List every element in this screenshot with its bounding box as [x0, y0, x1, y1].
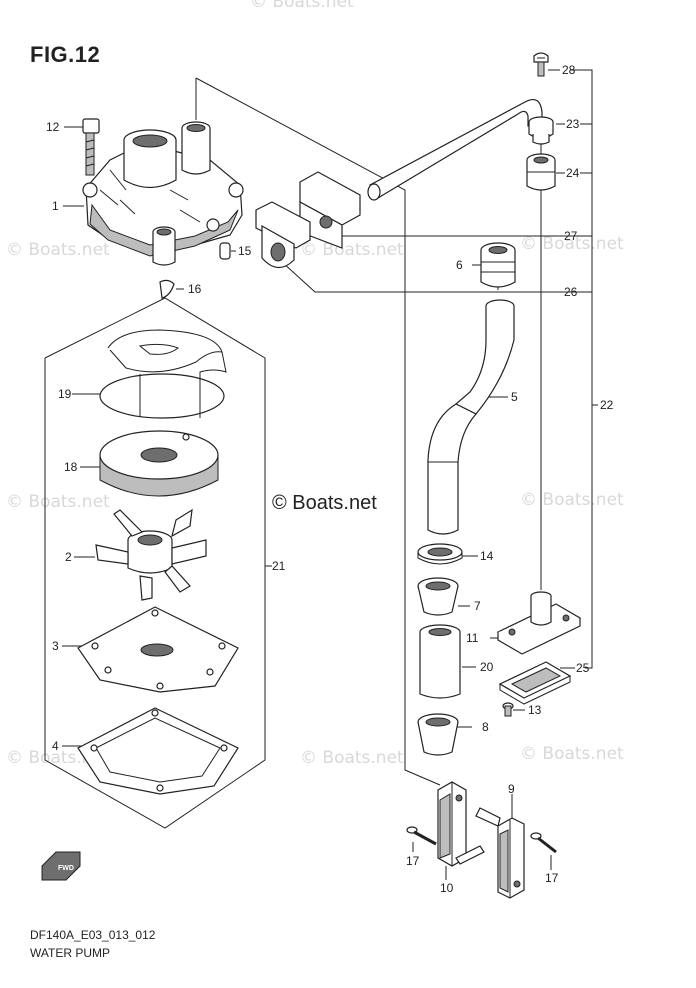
callout-5: 5 — [511, 390, 518, 404]
grommet-24 — [526, 153, 556, 191]
pump-housing — [82, 121, 244, 266]
plate-10 — [437, 781, 485, 867]
callout-28: 28 — [562, 63, 576, 77]
o-ring-19 — [99, 329, 227, 419]
watermark: © Boats.net — [250, 0, 354, 12]
gasket-4 — [77, 707, 239, 795]
screen-25 — [498, 661, 572, 705]
watermark: © Boats.net — [520, 744, 624, 764]
callout-27: 27 — [564, 229, 578, 243]
clamp-26 — [255, 201, 311, 269]
callout-11: 11 — [466, 631, 479, 645]
plate-9 — [475, 807, 525, 899]
fitting-11 — [496, 591, 582, 655]
figure-title: FIG.12 — [30, 42, 101, 67]
watermark: © Boats.net — [6, 240, 110, 260]
bracket-lines — [44, 69, 598, 829]
copyright-notice: © Boats.net — [272, 492, 377, 514]
grommet-6 — [480, 242, 516, 288]
gasket-3 — [77, 606, 239, 693]
callout-18: 18 — [64, 460, 78, 474]
impeller-case-18 — [99, 430, 219, 497]
callout-26: 26 — [564, 285, 578, 299]
callout-1: 1 — [52, 199, 59, 213]
dowel-pin-15 — [219, 242, 231, 260]
callout-22: 22 — [600, 398, 614, 412]
screw-28 — [533, 52, 549, 77]
diagram-name: WATER PUMP — [30, 946, 110, 960]
callout-24: 24 — [566, 166, 580, 180]
watermark: © Boats.net — [300, 748, 404, 768]
callout-7: 7 — [474, 599, 481, 613]
callout-19: 19 — [58, 387, 72, 401]
watermark: © Boats.net — [6, 492, 110, 512]
watermark: © Boats.net — [300, 240, 404, 260]
seal-ring-14 — [417, 543, 463, 565]
callout-10: 10 — [440, 881, 454, 895]
bushing-7 — [417, 577, 459, 616]
grommet-23 — [528, 116, 554, 145]
watermark: © Boats.net — [520, 234, 624, 254]
screw-17 — [530, 832, 557, 854]
callout-25: 25 — [576, 661, 590, 675]
callout-4: 4 — [52, 739, 59, 753]
hose-5 — [427, 299, 515, 535]
callout-8: 8 — [482, 720, 489, 734]
diagram-code: DF140A_E03_013_012 — [30, 928, 156, 942]
callout-17: 17 — [545, 871, 559, 885]
callout-6: 6 — [456, 258, 463, 272]
fwd-arrow-icon: FWD — [41, 851, 81, 881]
bushing-8 — [417, 713, 459, 756]
callout-16: 16 — [188, 282, 202, 296]
callout-21: 21 — [272, 559, 286, 573]
callout-3: 3 — [52, 639, 59, 653]
bolt-12 — [82, 118, 100, 176]
callout-20: 20 — [480, 660, 494, 674]
impeller-2 — [95, 508, 207, 601]
callout-12: 12 — [46, 120, 60, 134]
bracket-27 — [299, 171, 361, 249]
watermark: © Boats.net — [520, 490, 624, 510]
fwd-label: FWD — [58, 865, 74, 872]
screw-13 — [502, 702, 514, 717]
callout-14: 14 — [480, 549, 494, 563]
callout-15: 15 — [238, 244, 252, 258]
callout-13: 13 — [528, 703, 542, 717]
water-tube-22 — [367, 99, 543, 201]
callout-23: 23 — [566, 117, 580, 131]
callout-17: 17 — [406, 854, 420, 868]
callout-2: 2 — [65, 550, 72, 564]
screw-17 — [406, 826, 437, 846]
callout-9: 9 — [508, 782, 515, 796]
key-16 — [159, 279, 175, 299]
sleeve-20 — [419, 624, 461, 699]
